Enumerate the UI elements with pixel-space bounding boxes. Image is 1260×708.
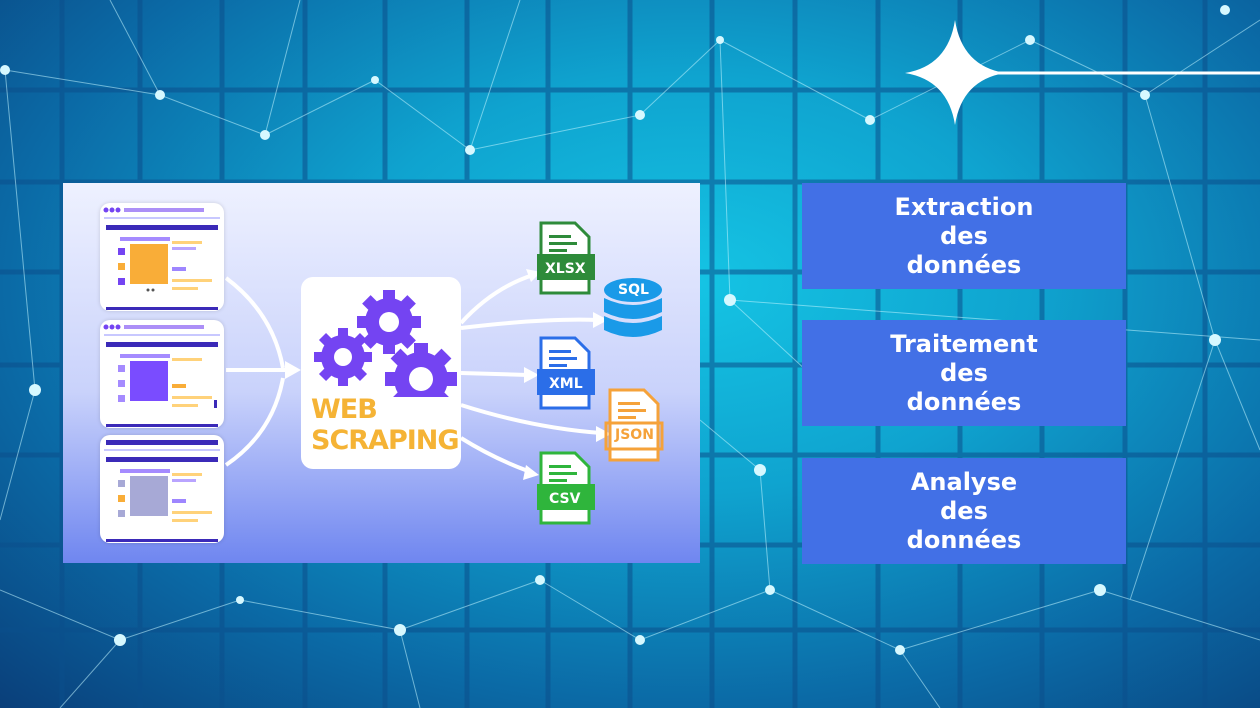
sql-label: SQL (618, 282, 649, 298)
step-analyse-line1: Analyse (910, 467, 1018, 496)
csv-label: CSV (549, 491, 581, 507)
step-analyse: Analyse des données (802, 458, 1126, 564)
step-extraction-line2: des (940, 221, 988, 250)
xlsx-label: XLSX (545, 261, 586, 277)
step-traitement-line2: des (940, 358, 988, 387)
scraping-label: SCRAPING (311, 425, 460, 456)
sparkle-star-icon (905, 20, 1260, 125)
step-traitement-line1: Traitement (890, 329, 1038, 358)
step-analyse-line2: des (940, 496, 988, 525)
gears-icon (314, 290, 457, 397)
step-traitement: Traitement des données (802, 320, 1126, 426)
webpage-mockup-3 (100, 435, 224, 543)
step-extraction-line1: Extraction (894, 192, 1034, 221)
step-extraction-line3: données (906, 250, 1022, 279)
csv-file-icon (537, 451, 595, 525)
step-extraction: Extraction des données (802, 183, 1126, 289)
webpage-mockup-1 (100, 203, 224, 311)
xml-label: XML (549, 376, 583, 392)
sql-database-icon (604, 278, 662, 337)
json-file-icon (604, 388, 664, 462)
step-analyse-line3: données (906, 525, 1022, 554)
xlsx-file-icon (537, 221, 595, 295)
json-label: JSON (615, 427, 654, 443)
flow-arrows (224, 269, 611, 480)
web-scraping-illustration: WEB SCRAPING XLSX SQL XML JSON CSV (63, 183, 700, 563)
webpage-mockup-2 (100, 320, 224, 428)
xml-file-icon (537, 336, 595, 410)
step-traitement-line3: données (906, 387, 1022, 416)
web-label: WEB (311, 394, 378, 425)
web-scraping-card: WEB SCRAPING (301, 277, 461, 469)
